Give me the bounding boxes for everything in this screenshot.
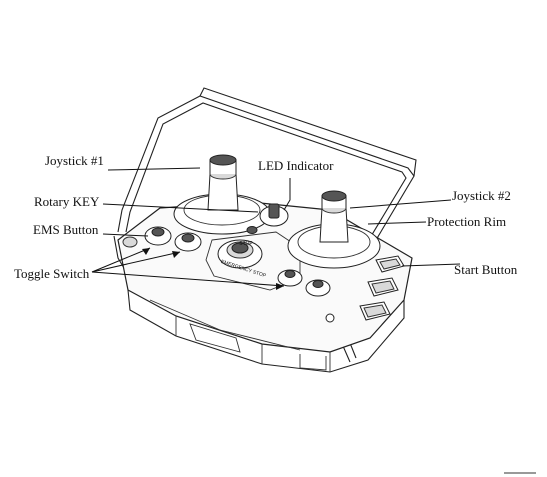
joystick-2-drawing	[287, 190, 381, 269]
toggle-arrowheads	[142, 248, 284, 290]
screw	[325, 313, 335, 323]
label-ems-button: EMS Button	[33, 222, 99, 237]
label-led-indicator: LED Indicator	[258, 158, 334, 173]
pointer-lines	[91, 167, 461, 287]
label-rotary-key: Rotary KEY	[34, 194, 100, 209]
label-protection-rim: Protection Rim	[427, 214, 507, 229]
start-button-drawings	[359, 255, 405, 321]
ems-button-drawing	[217, 239, 263, 269]
joystick-1-drawing	[173, 154, 271, 235]
label-joystick-2: Joystick #2	[452, 188, 511, 203]
label-joystick-1: Joystick #1	[45, 153, 104, 168]
led-indicator-drawing	[246, 226, 258, 234]
stop-text: STOP	[239, 241, 253, 247]
label-toggle-switch: Toggle Switch	[14, 266, 90, 281]
label-start-button: Start Button	[454, 262, 518, 277]
rotary-key-drawing	[259, 203, 289, 227]
toggle-switch-drawings	[122, 226, 331, 297]
